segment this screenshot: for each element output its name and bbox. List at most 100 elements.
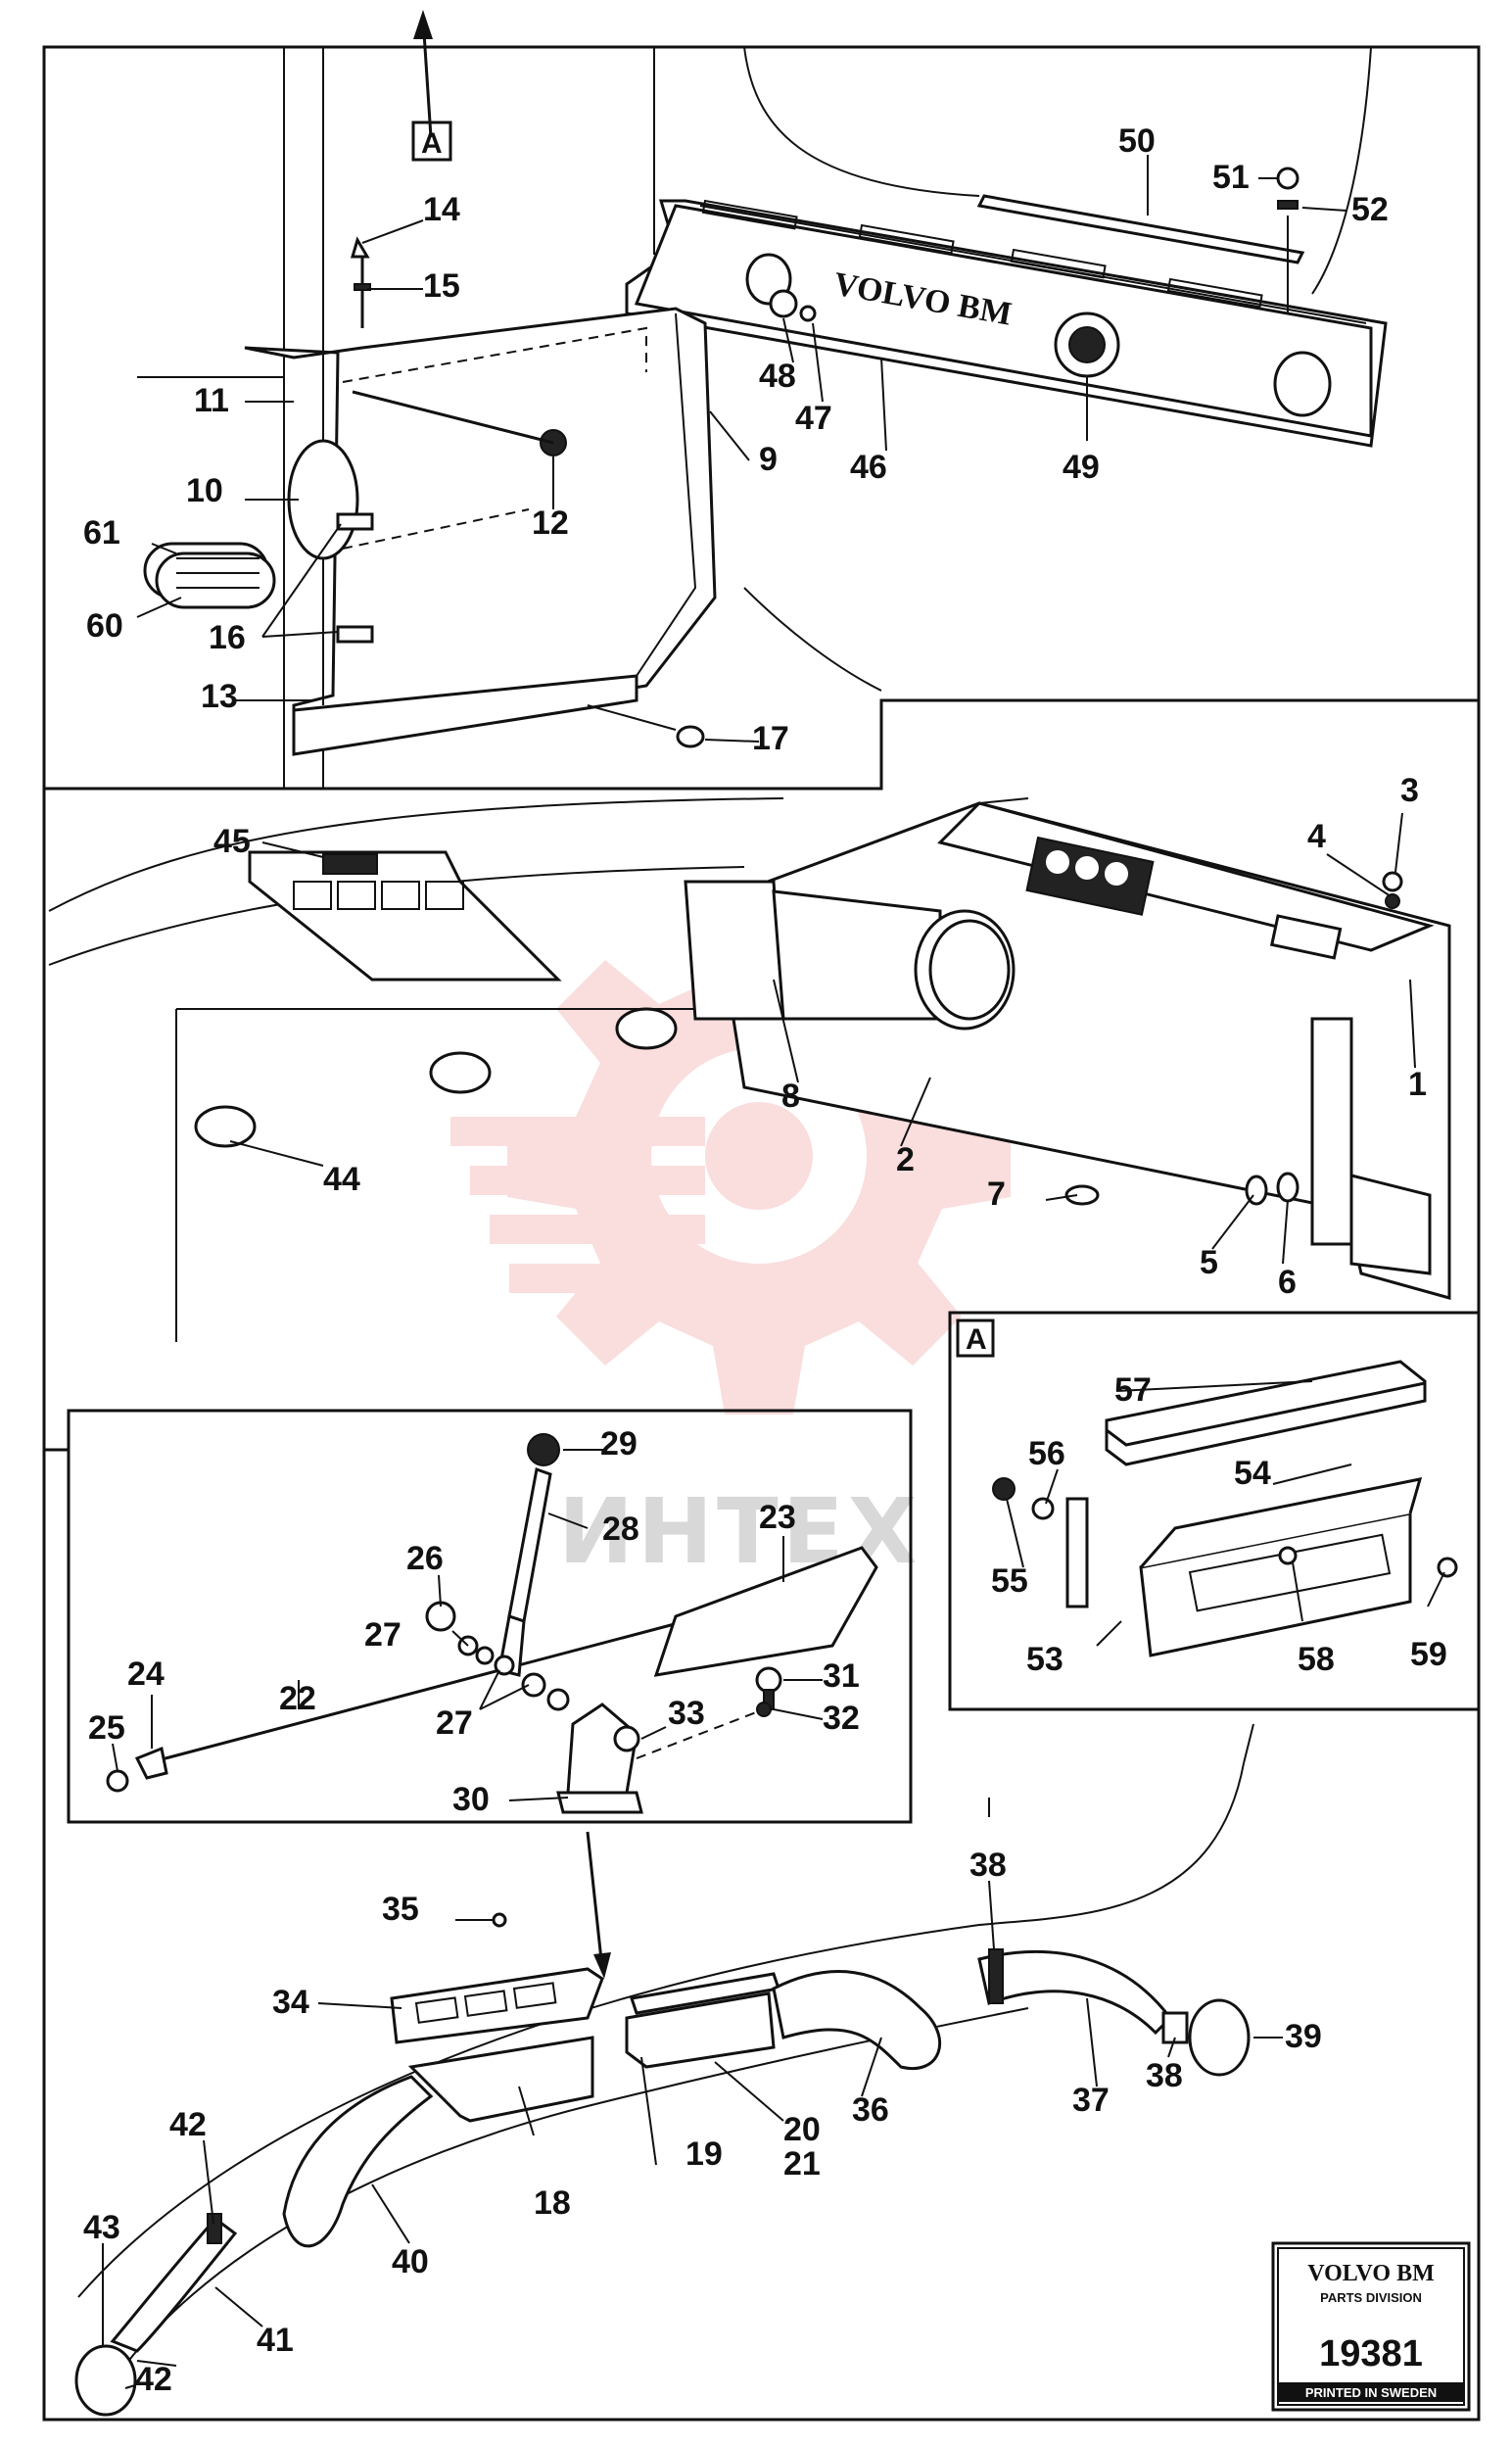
callout-label-35: 35 <box>382 1891 419 1928</box>
outlet-19 <box>625 1991 776 2069</box>
grille-34 <box>390 1967 604 2044</box>
knob-44a-icon <box>615 1007 678 1050</box>
callout-label-1: 1 <box>1408 1066 1427 1103</box>
stamp-footer: PRINTED IN SWEDEN <box>1305 2385 1437 2400</box>
floor-duct-assembly <box>74 1831 1251 2417</box>
callout-label-34: 34 <box>272 1984 309 2021</box>
lever-knob-29-icon <box>527 1433 560 1466</box>
callout-label-59: 59 <box>1410 1636 1447 1673</box>
callout-label-37: 37 <box>1072 2082 1110 2119</box>
callout-label-42: 42 <box>169 2106 207 2143</box>
callout-label-52: 52 <box>1351 191 1389 228</box>
callout-label-10: 10 <box>186 472 223 509</box>
parts-division-stamp: VOLVO BM PARTS DIVISION 19381 PRINTED IN… <box>1271 2241 1471 2412</box>
callout-label-48: 48 <box>759 358 796 395</box>
grille-45 <box>248 850 562 982</box>
dashboard-strip-50 <box>976 194 1305 264</box>
callout-label-57: 57 <box>1114 1371 1152 1409</box>
callout-label-50: 50 <box>1118 122 1156 160</box>
callout-label-39: 39 <box>1285 2018 1322 2055</box>
callout-label-7: 7 <box>987 1176 1006 1213</box>
callout-label-32: 32 <box>823 1700 860 1737</box>
callout-label-27: 27 <box>436 1704 473 1742</box>
inset-a-frame <box>948 1311 1481 1711</box>
callout-label-55: 55 <box>991 1562 1028 1600</box>
callout-label-23: 23 <box>759 1499 796 1536</box>
callout-label-60: 60 <box>86 607 123 645</box>
deflector-23 <box>653 1546 878 1677</box>
inset-a-parts <box>992 1360 1458 1657</box>
knob-44c-icon <box>194 1105 257 1148</box>
callout-label-11: 11 <box>194 382 229 419</box>
hose-41 <box>110 2216 238 2353</box>
callout-labels: 1234567891011121314151617181920212223242… <box>83 122 1447 2398</box>
callout-label-38: 38 <box>1146 2057 1183 2094</box>
callout-label-4: 4 <box>1307 818 1326 855</box>
callout-label-43: 43 <box>83 2209 120 2246</box>
duct-40 <box>282 2075 434 2248</box>
callout-label-12: 12 <box>532 504 569 542</box>
callout-label-19: 19 <box>685 2135 723 2173</box>
callout-label-51: 51 <box>1212 159 1250 196</box>
callout-label-25: 25 <box>88 1709 125 1747</box>
callout-label-14: 14 <box>423 191 460 228</box>
callout-label-29: 29 <box>600 1425 638 1463</box>
callout-label-38: 38 <box>969 1847 1007 1884</box>
callout-label-53: 53 <box>1026 1641 1063 1678</box>
view-marker-label: A <box>421 127 443 160</box>
callout-label-47: 47 <box>795 400 832 437</box>
outlet-18 <box>407 2036 594 2123</box>
dashboard-top-panel: VOLVO BM <box>625 167 1388 448</box>
callout-label-24: 24 <box>127 1655 165 1693</box>
callout-label-28: 28 <box>602 1511 639 1548</box>
callout-label-5: 5 <box>1200 1244 1218 1281</box>
callout-label-58: 58 <box>1298 1641 1335 1678</box>
callout-label-2: 2 <box>896 1141 915 1178</box>
part-10-cover <box>287 439 359 560</box>
callout-label-13: 13 <box>201 678 238 715</box>
middle-dashboard-unit <box>194 801 1451 1300</box>
callout-label-44: 44 <box>323 1161 360 1198</box>
part-60-61-oval-cover <box>143 542 276 609</box>
callout-label-26: 26 <box>406 1540 444 1577</box>
callout-label-45: 45 <box>213 823 251 860</box>
callout-label-17: 17 <box>752 720 789 757</box>
duct-36 <box>772 1970 942 2070</box>
callout-label-8: 8 <box>781 1078 800 1115</box>
callout-label-54: 54 <box>1234 1455 1271 1492</box>
callout-label-9: 9 <box>759 441 778 478</box>
callout-label-61: 61 <box>83 514 120 552</box>
callout-label-16: 16 <box>209 619 246 656</box>
stamp-brand: VOLVO BM <box>1307 2261 1435 2286</box>
callout-label-36: 36 <box>852 2091 889 2129</box>
callout-label-27: 27 <box>364 1616 402 1654</box>
view-marker-box <box>411 120 452 162</box>
callout-label-49: 49 <box>1063 449 1100 486</box>
callout-label-3: 3 <box>1400 772 1419 809</box>
stamp-number: 19381 <box>1319 2333 1423 2375</box>
callout-label-46: 46 <box>850 449 887 486</box>
callout-label-56: 56 <box>1028 1435 1065 1472</box>
lever-parts <box>106 1433 878 1814</box>
lever-inset-frame <box>67 1409 913 1824</box>
callout-label-40: 40 <box>392 2243 429 2280</box>
callout-label-6: 6 <box>1278 1264 1297 1301</box>
callout-label-15: 15 <box>423 267 460 305</box>
callout-label-20: 20 <box>783 2111 821 2148</box>
hose-37 <box>977 1950 1172 2036</box>
inset-a-view-marker: A <box>966 1323 987 1356</box>
bracket-30 <box>566 1703 638 1795</box>
callout-label-21: 21 <box>783 2145 821 2183</box>
left-side-panel <box>244 236 717 756</box>
view-arrow-up-icon <box>413 10 433 138</box>
callout-label-18: 18 <box>534 2184 571 2222</box>
callout-leader-lines <box>102 155 1445 2389</box>
knob-44b-icon <box>429 1051 492 1094</box>
stamp-division: PARTS DIVISION <box>1320 2290 1422 2305</box>
nozzle-42-icon <box>74 2344 137 2417</box>
air-duct-8 <box>684 880 785 1021</box>
callout-label-30: 30 <box>452 1781 490 1818</box>
callout-label-22: 22 <box>279 1680 316 1717</box>
